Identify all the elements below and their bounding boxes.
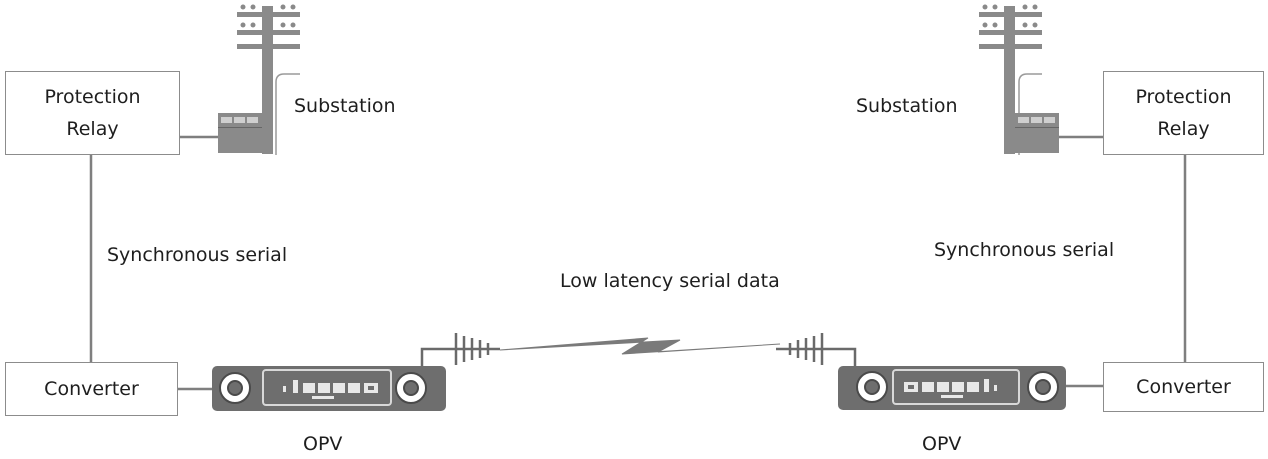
protection-relay-box-left: Protection Relay [5, 71, 180, 155]
opv-device-icon-left [212, 366, 446, 411]
synchronous-serial-label-left: Synchronous serial [107, 244, 288, 266]
protection-relay-label-left: Protection Relay [44, 86, 141, 140]
wireless-link-icon [499, 337, 781, 355]
wireless-link-label: Low latency serial data [560, 270, 780, 292]
opv-label-right: OPV [922, 433, 962, 455]
converter-label-right: Converter [1136, 376, 1231, 398]
antenna-icon-left [420, 333, 500, 366]
utility-pole-icon-left [218, 4, 300, 155]
protection-relay-box-right: Protection Relay [1103, 71, 1264, 155]
synchronous-serial-label-right: Synchronous serial [934, 239, 1115, 261]
opv-label-left: OPV [303, 433, 343, 455]
utility-pole-icon-right [979, 4, 1059, 155]
protection-relay-label-right: Protection Relay [1135, 86, 1232, 140]
antenna-icon-right [776, 333, 857, 366]
substation-label-right: Substation [856, 95, 958, 117]
substation-label-left: Substation [294, 95, 396, 117]
converter-box-left: Converter [5, 362, 178, 416]
opv-device-icon-right [838, 366, 1066, 410]
converter-label-left: Converter [44, 378, 139, 400]
converter-box-right: Converter [1103, 362, 1264, 412]
